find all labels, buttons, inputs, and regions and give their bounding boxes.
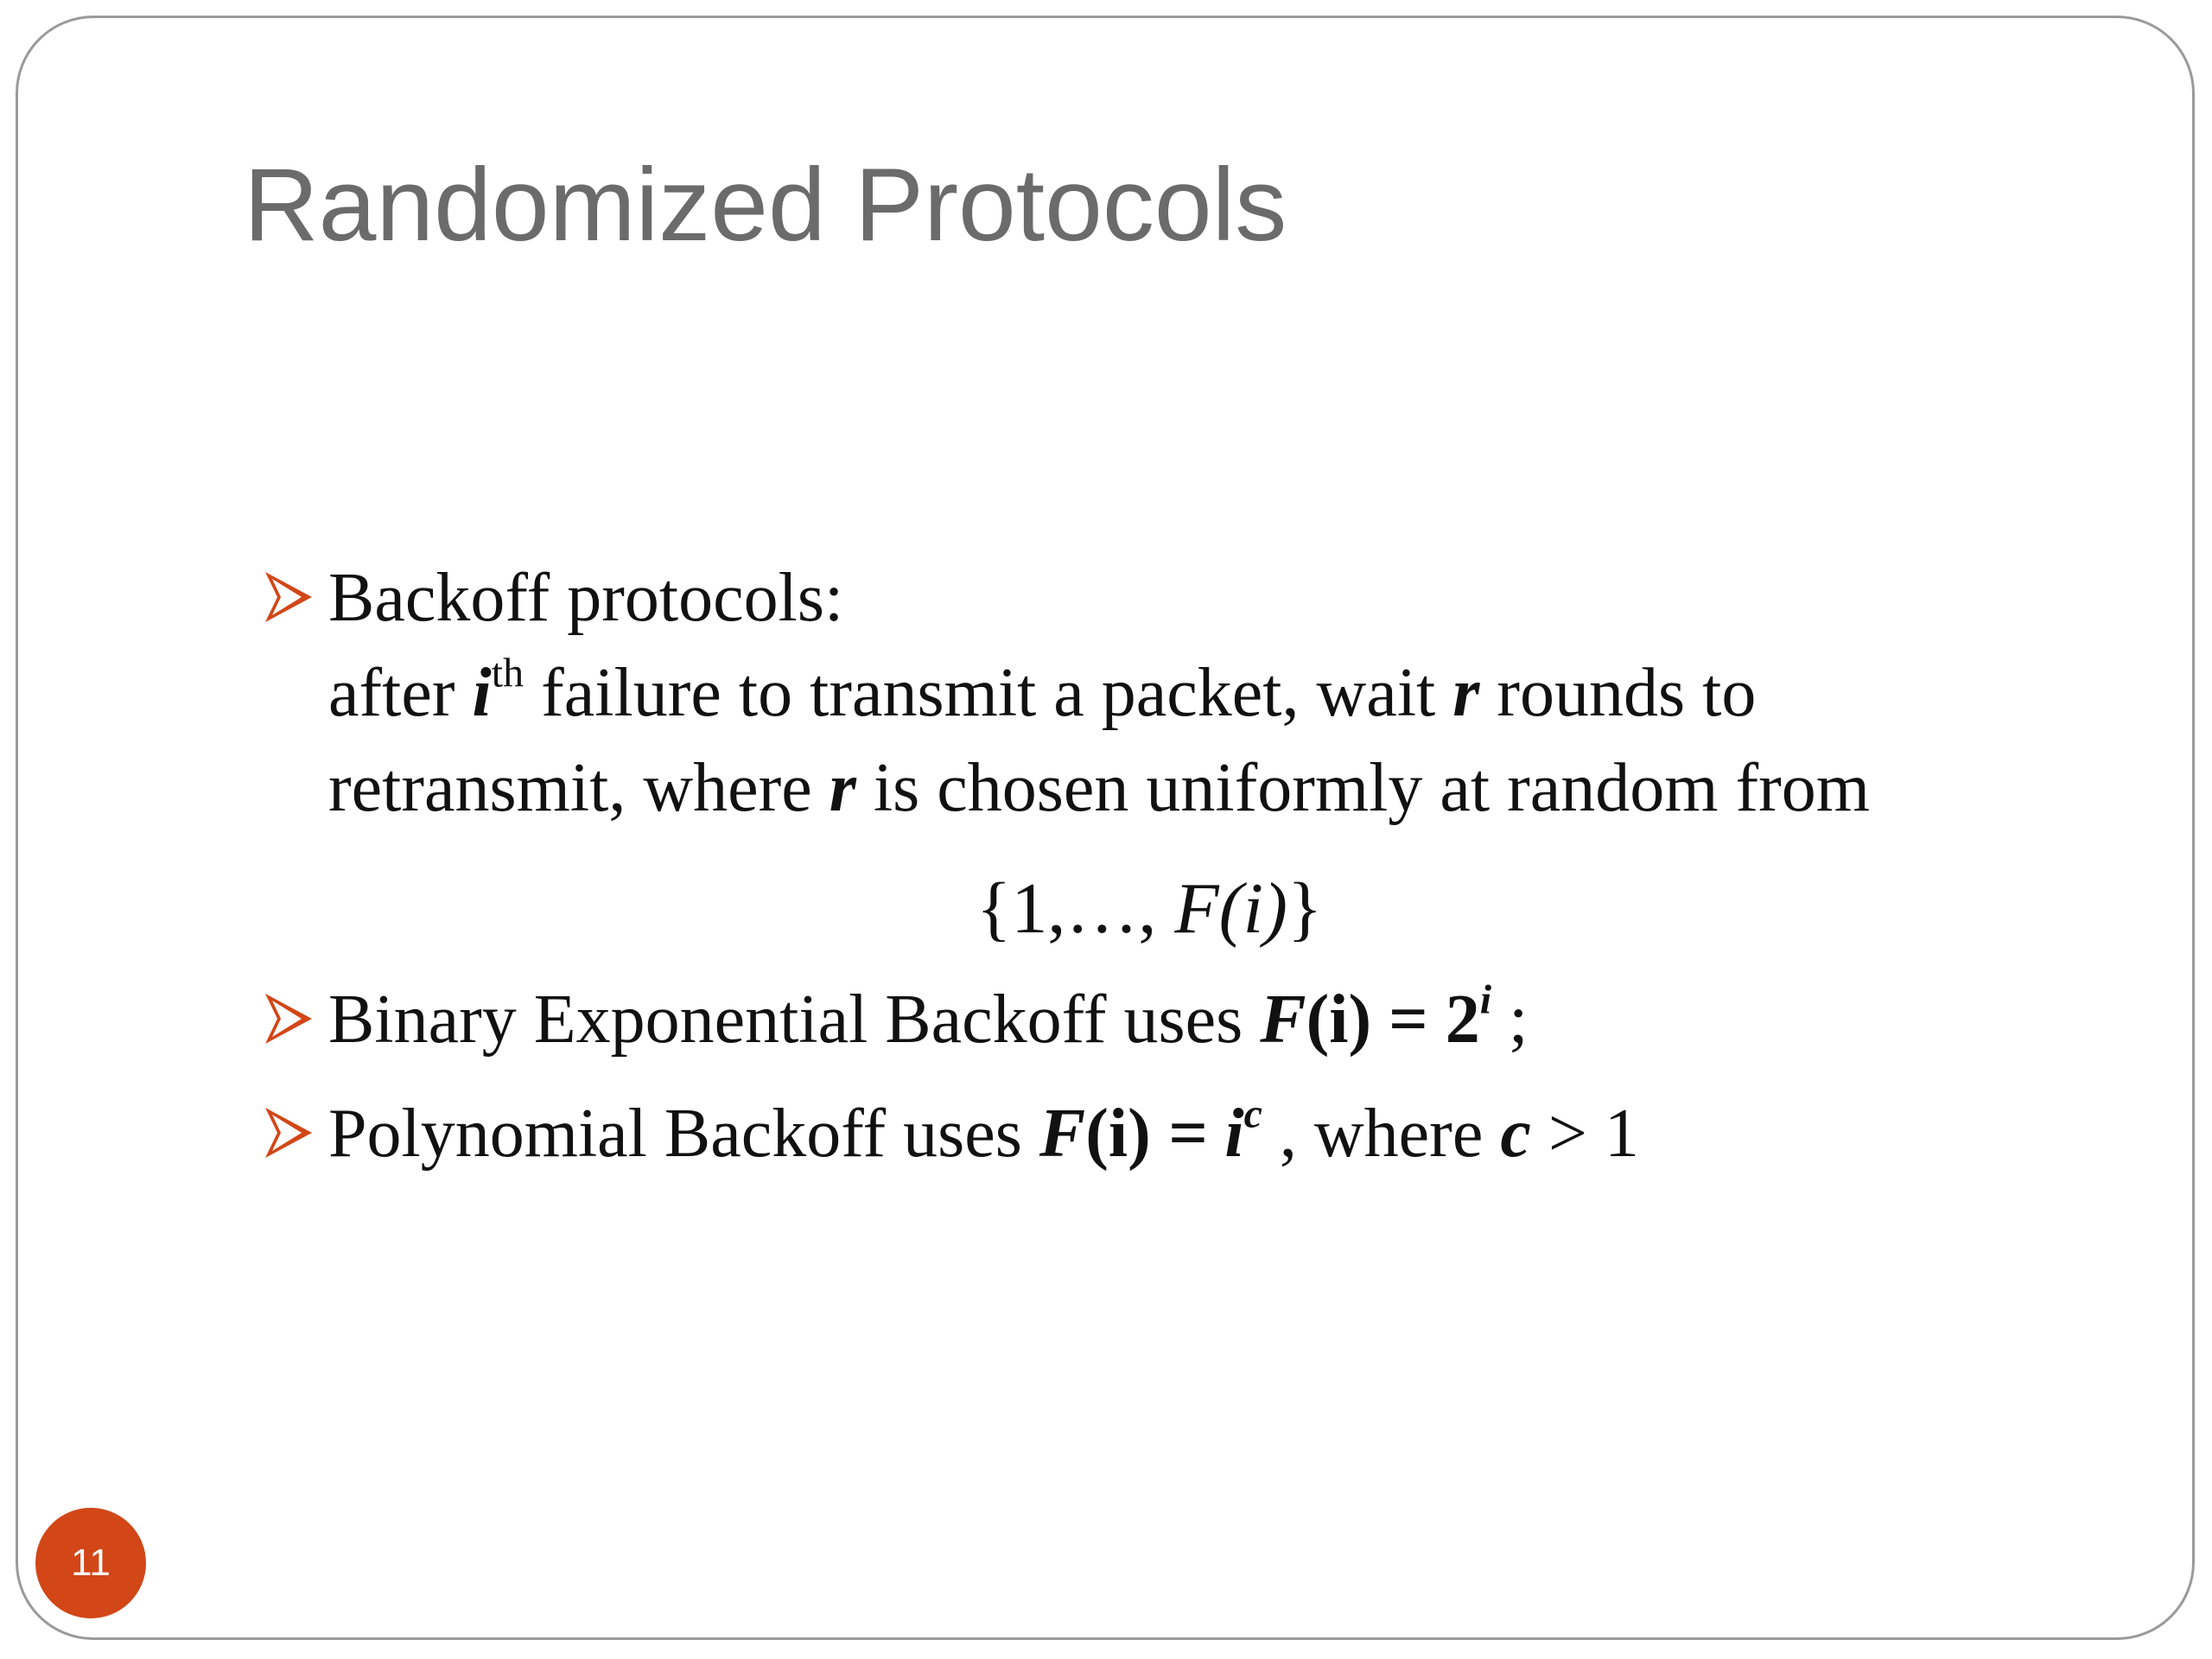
text-segment: , where <box>1262 1096 1501 1172</box>
arrowhead-bullet-icon <box>265 994 312 1044</box>
superscript-th: th <box>491 650 524 696</box>
text-segment: failure to transmit a packet, wait <box>524 655 1453 731</box>
func-F: F <box>1039 1096 1086 1172</box>
bullet-1-heading: Backoff protocols: <box>328 560 844 636</box>
text-segment: is chosen uniformly at random from <box>855 750 1870 826</box>
var-i: i <box>472 655 492 731</box>
bullet-2-text: Binary Exponential Backoff uses F(i) = 2… <box>328 979 1528 1054</box>
bullet-1-line-3: retransmit, where r is chosen uniformly … <box>328 753 1870 823</box>
text-segment: Polynomial Backoff uses <box>328 1096 1039 1172</box>
superscript-i: i <box>1479 976 1492 1023</box>
bullet-3-text: Polynomial Backoff uses F(i) = ic , wher… <box>328 1093 1639 1168</box>
func-F: F <box>1260 982 1306 1058</box>
formula-F: F <box>1174 868 1219 949</box>
bullet-1-line-2: after ith failure to transmit a packet, … <box>328 652 1757 731</box>
var-r: r <box>1452 655 1480 731</box>
arrowhead-bullet-icon <box>265 572 312 622</box>
slide-title: Randomized Protocols <box>244 147 1287 263</box>
formula-close: } <box>1287 868 1323 949</box>
set-formula: {1,…, F(i)} <box>976 873 1322 945</box>
text-segment: retransmit, where <box>328 750 830 826</box>
arrowhead-bullet-icon <box>265 1108 312 1158</box>
superscript-c: c <box>1243 1090 1262 1137</box>
formula-open: {1,…, <box>976 868 1175 949</box>
var-c: c <box>1500 1096 1531 1172</box>
text-segment: Binary Exponential Backoff uses <box>328 982 1261 1058</box>
var-r: r <box>829 750 856 826</box>
text-segment: > 1 <box>1530 1096 1639 1172</box>
page-number-badge: 11 <box>35 1508 146 1618</box>
text-segment: after <box>328 655 473 731</box>
func-arg: (i) <box>1306 982 1372 1058</box>
slide-frame <box>16 16 2195 1640</box>
func-arg: (i) <box>1085 1096 1151 1172</box>
equation: = i <box>1150 1096 1244 1172</box>
text-segment: ; <box>1491 982 1529 1058</box>
text-segment: rounds to <box>1479 655 1757 731</box>
equation: = 2 <box>1371 982 1480 1058</box>
formula-arg: (i) <box>1218 868 1287 949</box>
